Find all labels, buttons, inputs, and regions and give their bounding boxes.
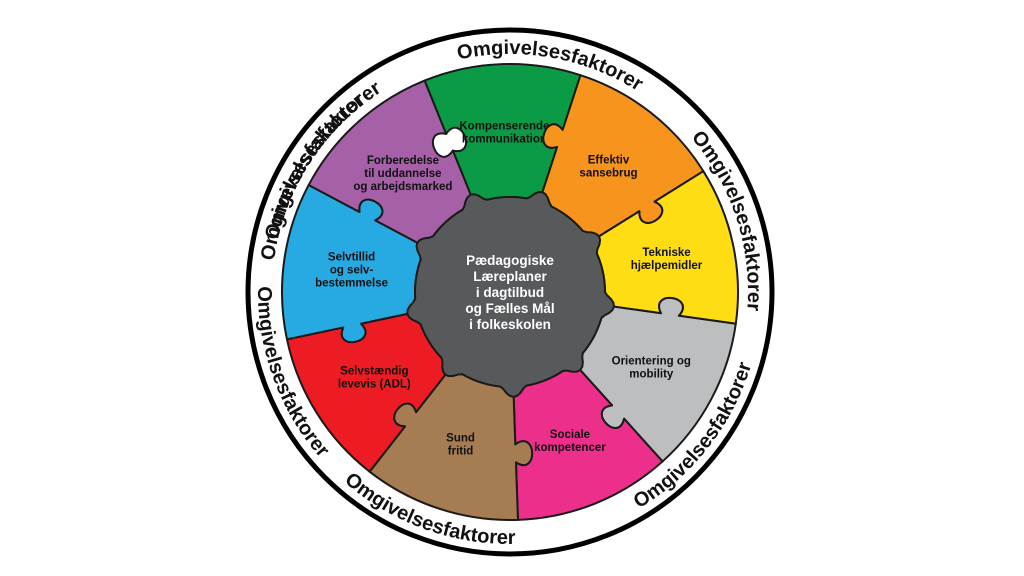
segment-label-line: Orientering og — [612, 356, 691, 368]
segment-label-line: og arbejdsmarked — [353, 181, 452, 193]
segment-label-line: Effektiv — [588, 154, 630, 166]
segment-label-line: Forberedelse — [367, 155, 439, 167]
segment-label-line: hjælpemidler — [631, 260, 703, 272]
segment-label-line: sansebrug — [579, 167, 637, 179]
center-hub-shape — [406, 191, 616, 398]
segment-label-line: Tekniske — [642, 247, 690, 259]
center-label-line: i folkeskolen — [469, 317, 551, 332]
segment-label-line: levevis (ADL) — [338, 378, 411, 390]
center-label-line: og Fælles Mål — [465, 301, 554, 316]
segment-label-line: og selv- — [330, 265, 374, 277]
segment-label-line: kommunikation — [462, 134, 547, 146]
segment-label-line: bestemmelse — [315, 278, 388, 290]
segment-label-line: fritid — [448, 446, 474, 458]
segment-label-line: Selvtillid — [328, 252, 375, 264]
center-label-line: Pædagogiske — [466, 253, 554, 268]
center-label-line: i dagtilbud — [476, 285, 544, 300]
segment-label-line: Sund — [446, 433, 475, 445]
segment-label-line: Selvstændig — [340, 365, 408, 377]
segment-label-line: til uddannelse — [364, 168, 441, 180]
segment-label-line: mobility — [629, 369, 674, 381]
center-label-line: Læreplaner — [473, 269, 547, 284]
segment-label-line: kompetencer — [534, 442, 606, 454]
segment-label-line: Kompenserende — [459, 121, 549, 133]
segment-label-line: Sociale — [550, 429, 590, 441]
